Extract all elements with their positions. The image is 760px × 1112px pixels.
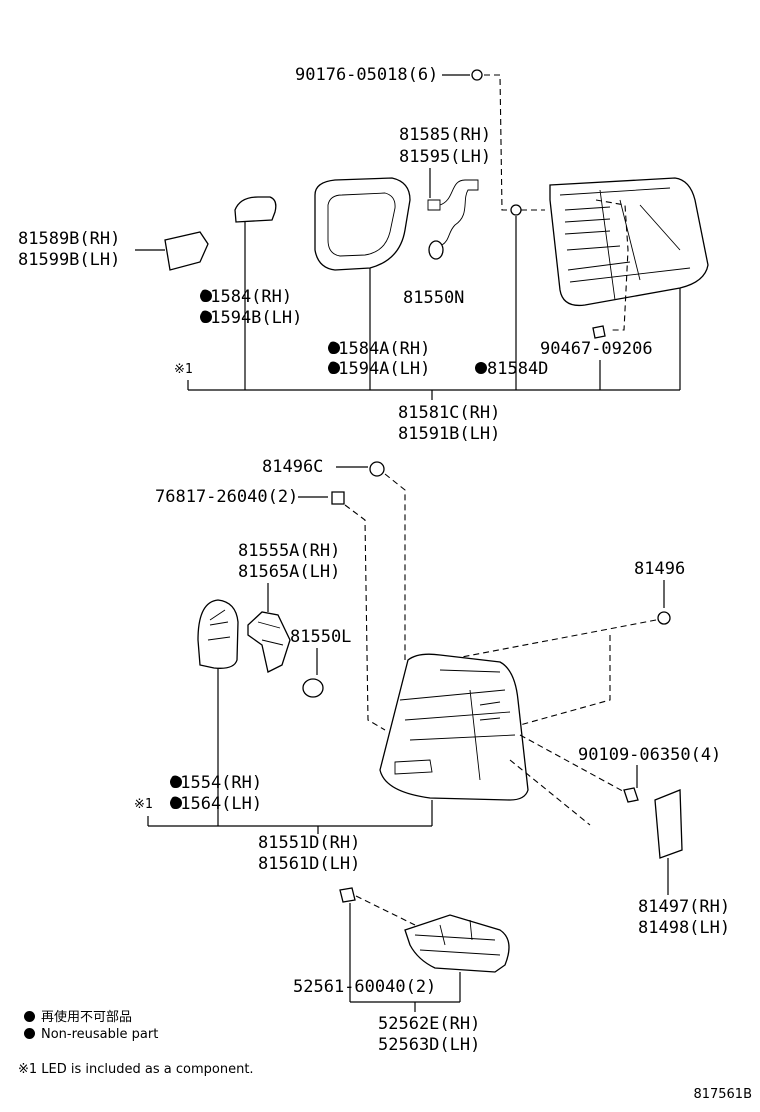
label-81595-lh: 81595(LH) bbox=[399, 147, 491, 167]
lamp-assembly-81551d bbox=[379, 653, 529, 801]
label-90176-05018: 90176-05018(6) bbox=[295, 65, 438, 85]
label-81584a-rh: 81584A(RH) bbox=[328, 339, 430, 359]
label-81581c-rh: 81581C(RH) bbox=[398, 403, 500, 423]
legend-jp: 再使用不可部品 bbox=[24, 1006, 132, 1025]
label-81599b-lh: 81599B(LH) bbox=[18, 250, 120, 270]
non-reusable-dot bbox=[200, 290, 212, 302]
cover-81497 bbox=[654, 789, 683, 859]
label-81594a-lh: 81594A(LH) bbox=[328, 359, 430, 379]
bulb-81550n bbox=[428, 240, 444, 260]
label-81496: 81496 bbox=[634, 559, 685, 579]
non-reusable-dot bbox=[328, 362, 340, 374]
label-52561-60040: 52561-60040(2) bbox=[293, 977, 436, 997]
clip-81584d bbox=[510, 204, 522, 216]
bulb-81550l bbox=[302, 678, 324, 698]
figure-number: 817561B bbox=[693, 1087, 752, 1102]
screw-52561 bbox=[339, 887, 356, 903]
reflector-52562e bbox=[404, 914, 510, 973]
clip-81496 bbox=[657, 611, 671, 625]
label-81498-lh: 81498(LH) bbox=[638, 918, 730, 938]
label-52562e-rh: 52562E(RH) bbox=[378, 1014, 480, 1034]
label-81589b-rh: 81589B(RH) bbox=[18, 229, 120, 249]
legend-note: ※1 LED is included as a component. bbox=[18, 1062, 254, 1077]
screw-90176 bbox=[471, 69, 483, 81]
non-reusable-dot bbox=[170, 797, 182, 809]
legend-en: Non-reusable part bbox=[24, 1027, 158, 1042]
wire-harness-81585 bbox=[427, 179, 479, 246]
label-81591b-lh: 81591B(LH) bbox=[398, 424, 500, 444]
non-reusable-dot-icon bbox=[24, 1011, 35, 1022]
non-reusable-dot-icon bbox=[24, 1028, 35, 1039]
clip-81496c bbox=[369, 461, 385, 477]
label-81550l: 81550L bbox=[290, 627, 351, 647]
pad-81584 bbox=[234, 196, 277, 223]
gasket-81584a bbox=[314, 177, 411, 271]
label-81551d-rh: 81551D(RH) bbox=[258, 833, 360, 853]
lamp-assembly-81581c bbox=[549, 177, 709, 307]
label-81555a-rh: 81555A(RH) bbox=[238, 541, 340, 561]
label-81554-rh: 81554(RH) bbox=[170, 773, 262, 793]
label-52563d-lh: 52563D(LH) bbox=[378, 1035, 480, 1055]
label-81550n: 81550N bbox=[403, 288, 464, 308]
non-reusable-dot bbox=[200, 311, 212, 323]
label-81585-rh: 81585(RH) bbox=[399, 125, 491, 145]
label-90109-06350: 90109-06350(4) bbox=[578, 745, 721, 765]
pad-81554 bbox=[197, 599, 239, 669]
note-marker: ※1 bbox=[174, 362, 193, 377]
label-76817-26040: 76817-26040(2) bbox=[155, 487, 298, 507]
non-reusable-dot bbox=[170, 776, 182, 788]
label-81584d: 81584D bbox=[487, 359, 548, 379]
label-81584-rh: 81584(RH) bbox=[200, 287, 292, 307]
label-90467-09206: 90467-09206 bbox=[540, 339, 653, 359]
screw-90467 bbox=[592, 325, 606, 339]
label-81565a-lh: 81565A(LH) bbox=[238, 562, 340, 582]
non-reusable-dot bbox=[475, 362, 487, 374]
label-81561d-lh: 81561D(LH) bbox=[258, 854, 360, 874]
label-81564-lh: 81564(LH) bbox=[170, 794, 262, 814]
screw-90109 bbox=[623, 787, 639, 803]
non-reusable-dot bbox=[328, 342, 340, 354]
label-81497-rh: 81497(RH) bbox=[638, 897, 730, 917]
nut-76817 bbox=[331, 491, 345, 505]
note-marker: ※1 bbox=[134, 797, 153, 812]
label-81496c: 81496C bbox=[262, 457, 323, 477]
label-81594b-lh: 81594B(LH) bbox=[200, 308, 302, 328]
bracket-81589b bbox=[164, 231, 209, 271]
